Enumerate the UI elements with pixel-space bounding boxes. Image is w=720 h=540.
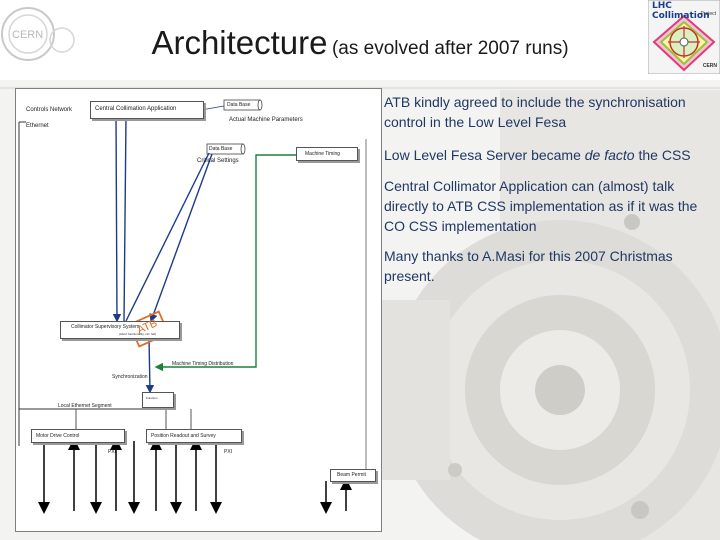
cern-logo: CERN	[1, 7, 75, 61]
lhc-logo-cern: CERN	[702, 63, 717, 69]
diagram-lines	[18, 99, 367, 514]
lhc-logo-project: Project	[700, 11, 716, 17]
local-ethernet-label: Local Ethernet Segment	[58, 403, 112, 409]
architecture-diagram: Controls Network Ethernet Central Collim…	[15, 88, 382, 532]
machine-timing-box[interactable]: Machine Timing	[296, 147, 358, 161]
position-readout-box[interactable]: Position Readout and Survey	[146, 429, 242, 443]
cern-logo-text: CERN	[12, 29, 43, 41]
bullet-list: ATB kindly agreed to include the synchro…	[384, 92, 710, 299]
database-1-label: Data Base	[227, 102, 251, 108]
position-readout-label: Position Readout and Survey	[151, 433, 216, 439]
network-switch-box[interactable]: Function	[142, 392, 174, 408]
supervisor-label: Collimator Supervisory System	[71, 324, 140, 330]
bullet-fesa-css: Low Level Fesa Server became de facto th…	[384, 145, 710, 165]
machine-timing-label: Machine Timing	[305, 151, 341, 157]
bullet-thanks: Many thanks to A.Masi for this 2007 Chri…	[384, 248, 673, 284]
database-2-label: Data Base	[209, 146, 233, 152]
bullet-fesa-css-post: the CSS	[634, 147, 691, 163]
slide-title: Architecture (as evolved after 2007 runs…	[0, 24, 720, 62]
supervisor-sublabel: (Abort functionality, ctrl. hdl)	[119, 332, 156, 336]
critical-settings-label: Critical Settings	[197, 158, 239, 164]
header-bar	[0, 0, 720, 80]
beam-permit-label: Beam Permit	[337, 472, 366, 478]
title-main: Architecture	[151, 24, 328, 61]
central-application-box[interactable]: Central Collimation Application	[90, 101, 204, 119]
lhc-collimation-logo: LHC Collimation Project CERN	[648, 0, 720, 74]
title-subtitle: (as evolved after 2007 runs)	[331, 38, 569, 59]
beam-permit-box[interactable]: Beam Permit	[330, 469, 376, 482]
timing-distribution-label: Machine Timing Distribution	[172, 361, 234, 367]
motor-drive-label: Motor Drive Control	[36, 433, 80, 439]
switch-label: Function	[146, 396, 158, 400]
lhc-logo-title: LHC Collimation	[652, 1, 710, 21]
bullet-fesa-css-emphasis: de facto	[584, 147, 635, 163]
central-application-label: Central Collimation Application	[95, 106, 177, 112]
pxi-2-label: PXI	[224, 449, 233, 455]
synchronization-label: Synchronization	[112, 374, 148, 380]
pxi-1-label: PXI	[108, 449, 117, 455]
bullet-central-app: Central Collimator Application can (almo…	[384, 178, 698, 234]
supervisor-box[interactable]: Collimator Supervisory System (Abort fun…	[60, 321, 180, 339]
ethernet-label: Ethernet	[26, 123, 49, 129]
bullet-fesa-css-pre: Low Level Fesa Server became	[384, 147, 585, 163]
actual-params-label: Actual Machine Parameters	[229, 117, 303, 123]
motor-drive-box[interactable]: Motor Drive Control	[31, 429, 125, 443]
controls-network-label: Controls Network	[26, 107, 73, 113]
bullet-atb-sync: ATB kindly agreed to include the synchro…	[384, 94, 686, 130]
